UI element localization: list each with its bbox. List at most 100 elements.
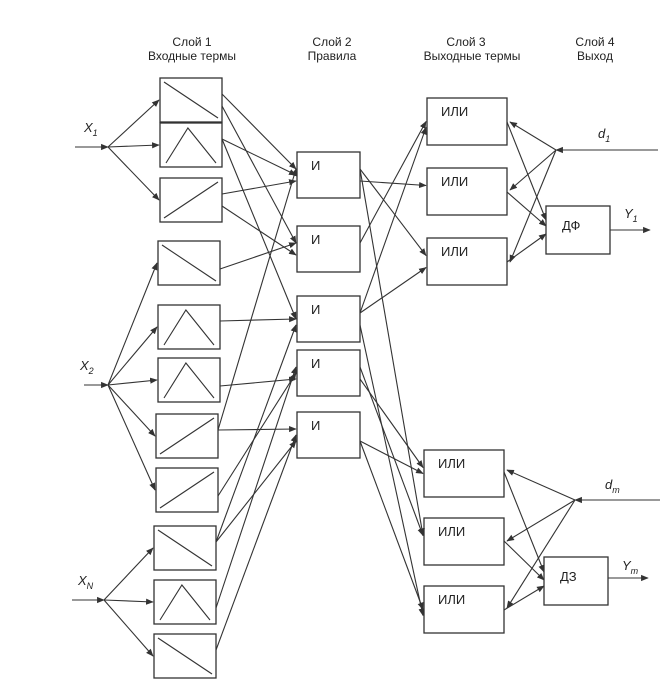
rule-box-2: И (296, 225, 361, 273)
rule-label: И (311, 302, 320, 317)
connection (509, 121, 557, 151)
connection (359, 324, 425, 617)
membership-box-1 (159, 77, 223, 123)
connection (215, 440, 297, 543)
connection (217, 372, 297, 497)
layer2-subtitle: Правила (308, 49, 357, 63)
membership-box-6 (157, 357, 221, 403)
membership-curve (159, 584, 211, 621)
connection (509, 149, 557, 191)
connection (107, 142, 160, 149)
layer3-title: Слой 3 (446, 35, 486, 49)
connection (506, 191, 547, 227)
rule-box-4: И (296, 349, 361, 397)
membership-box-4 (157, 240, 221, 286)
connection (219, 242, 297, 270)
connection (359, 120, 427, 244)
rule-label: И (311, 158, 320, 173)
connection (221, 179, 297, 195)
or-box-3: ИЛИ (426, 237, 508, 286)
connection (506, 469, 576, 501)
or-box-2: ИЛИ (426, 167, 508, 216)
connection (107, 377, 158, 386)
membership-box-2 (159, 122, 223, 168)
connection (506, 499, 576, 542)
connection (506, 121, 547, 221)
layer1-subtitle: Входные термы (148, 49, 236, 63)
membership-box-5 (157, 304, 221, 350)
layer-headers: Слой 1 Входные термы Слой 2 Правила Слой… (148, 35, 615, 63)
connection (509, 149, 557, 263)
connection (107, 146, 160, 201)
connection (503, 585, 545, 611)
connection (107, 384, 156, 491)
connection (215, 366, 297, 609)
or-label: ИЛИ (441, 174, 468, 189)
rule-label: И (311, 232, 320, 247)
membership-function-layer (153, 77, 223, 679)
or-box-5: ИЛИ (423, 517, 505, 566)
defuzzifier-upper: ДФ (545, 205, 611, 255)
input-xn-label: XN (77, 573, 94, 591)
rule-label: И (311, 418, 320, 433)
membership-box-11 (153, 633, 217, 679)
input-x2-label: X2 (79, 358, 94, 376)
membership-box-3 (159, 177, 223, 223)
membership-curve (161, 244, 217, 282)
membership-curve (165, 127, 217, 164)
connection-lines (72, 93, 660, 657)
membership-curve (163, 362, 215, 399)
connection (359, 267, 427, 314)
input-x1-label: X1 (83, 120, 98, 138)
connection (215, 434, 297, 651)
connection (221, 138, 297, 176)
connection (107, 262, 158, 386)
membership-box-9 (153, 525, 217, 571)
connection (215, 324, 297, 543)
rule-layer: И И И И И (296, 151, 361, 459)
connection (359, 168, 425, 537)
membership-curve (159, 417, 215, 455)
connection (221, 93, 297, 170)
membership-box-10 (153, 579, 217, 625)
connection (103, 598, 154, 605)
connection (107, 326, 158, 386)
membership-curve (157, 637, 213, 675)
or-label: ИЛИ (441, 104, 468, 119)
target-d1-label: d1 (598, 126, 610, 144)
defuzzifier-upper-label: ДФ (562, 218, 581, 233)
or-box-4: ИЛИ (423, 449, 505, 498)
layer4-subtitle: Выход (577, 49, 613, 63)
connection (359, 440, 424, 611)
or-label: ИЛИ (438, 456, 465, 471)
connection (219, 316, 297, 323)
connection (219, 376, 297, 387)
membership-curve (163, 181, 219, 219)
membership-curve (163, 81, 219, 119)
target-dm-label: dm (605, 477, 620, 495)
connection (503, 540, 545, 581)
input-labels: X1 X2 XN (77, 120, 98, 591)
layer1-title: Слой 1 (172, 35, 212, 49)
rule-box-1: И (296, 151, 361, 199)
connection (359, 168, 427, 257)
target-output-labels: d1 dm Y1 Ym (598, 126, 639, 576)
membership-box-8 (155, 467, 219, 513)
connection (359, 440, 424, 474)
connection (506, 499, 576, 609)
connection (103, 599, 154, 657)
or-layer: ИЛИ ИЛИ ИЛИ ИЛИ ИЛИ ИЛИ (423, 97, 508, 634)
rule-label: И (311, 356, 320, 371)
connection (221, 105, 297, 244)
or-box-6: ИЛИ (423, 585, 505, 634)
output-y1-label: Y1 (624, 206, 638, 224)
connection (107, 384, 156, 437)
membership-curve (159, 471, 215, 509)
or-box-1: ИЛИ (426, 97, 508, 146)
membership-curve (163, 309, 215, 346)
layer4-title: Слой 4 (575, 35, 615, 49)
or-label: ИЛИ (438, 592, 465, 607)
connection (503, 471, 545, 573)
